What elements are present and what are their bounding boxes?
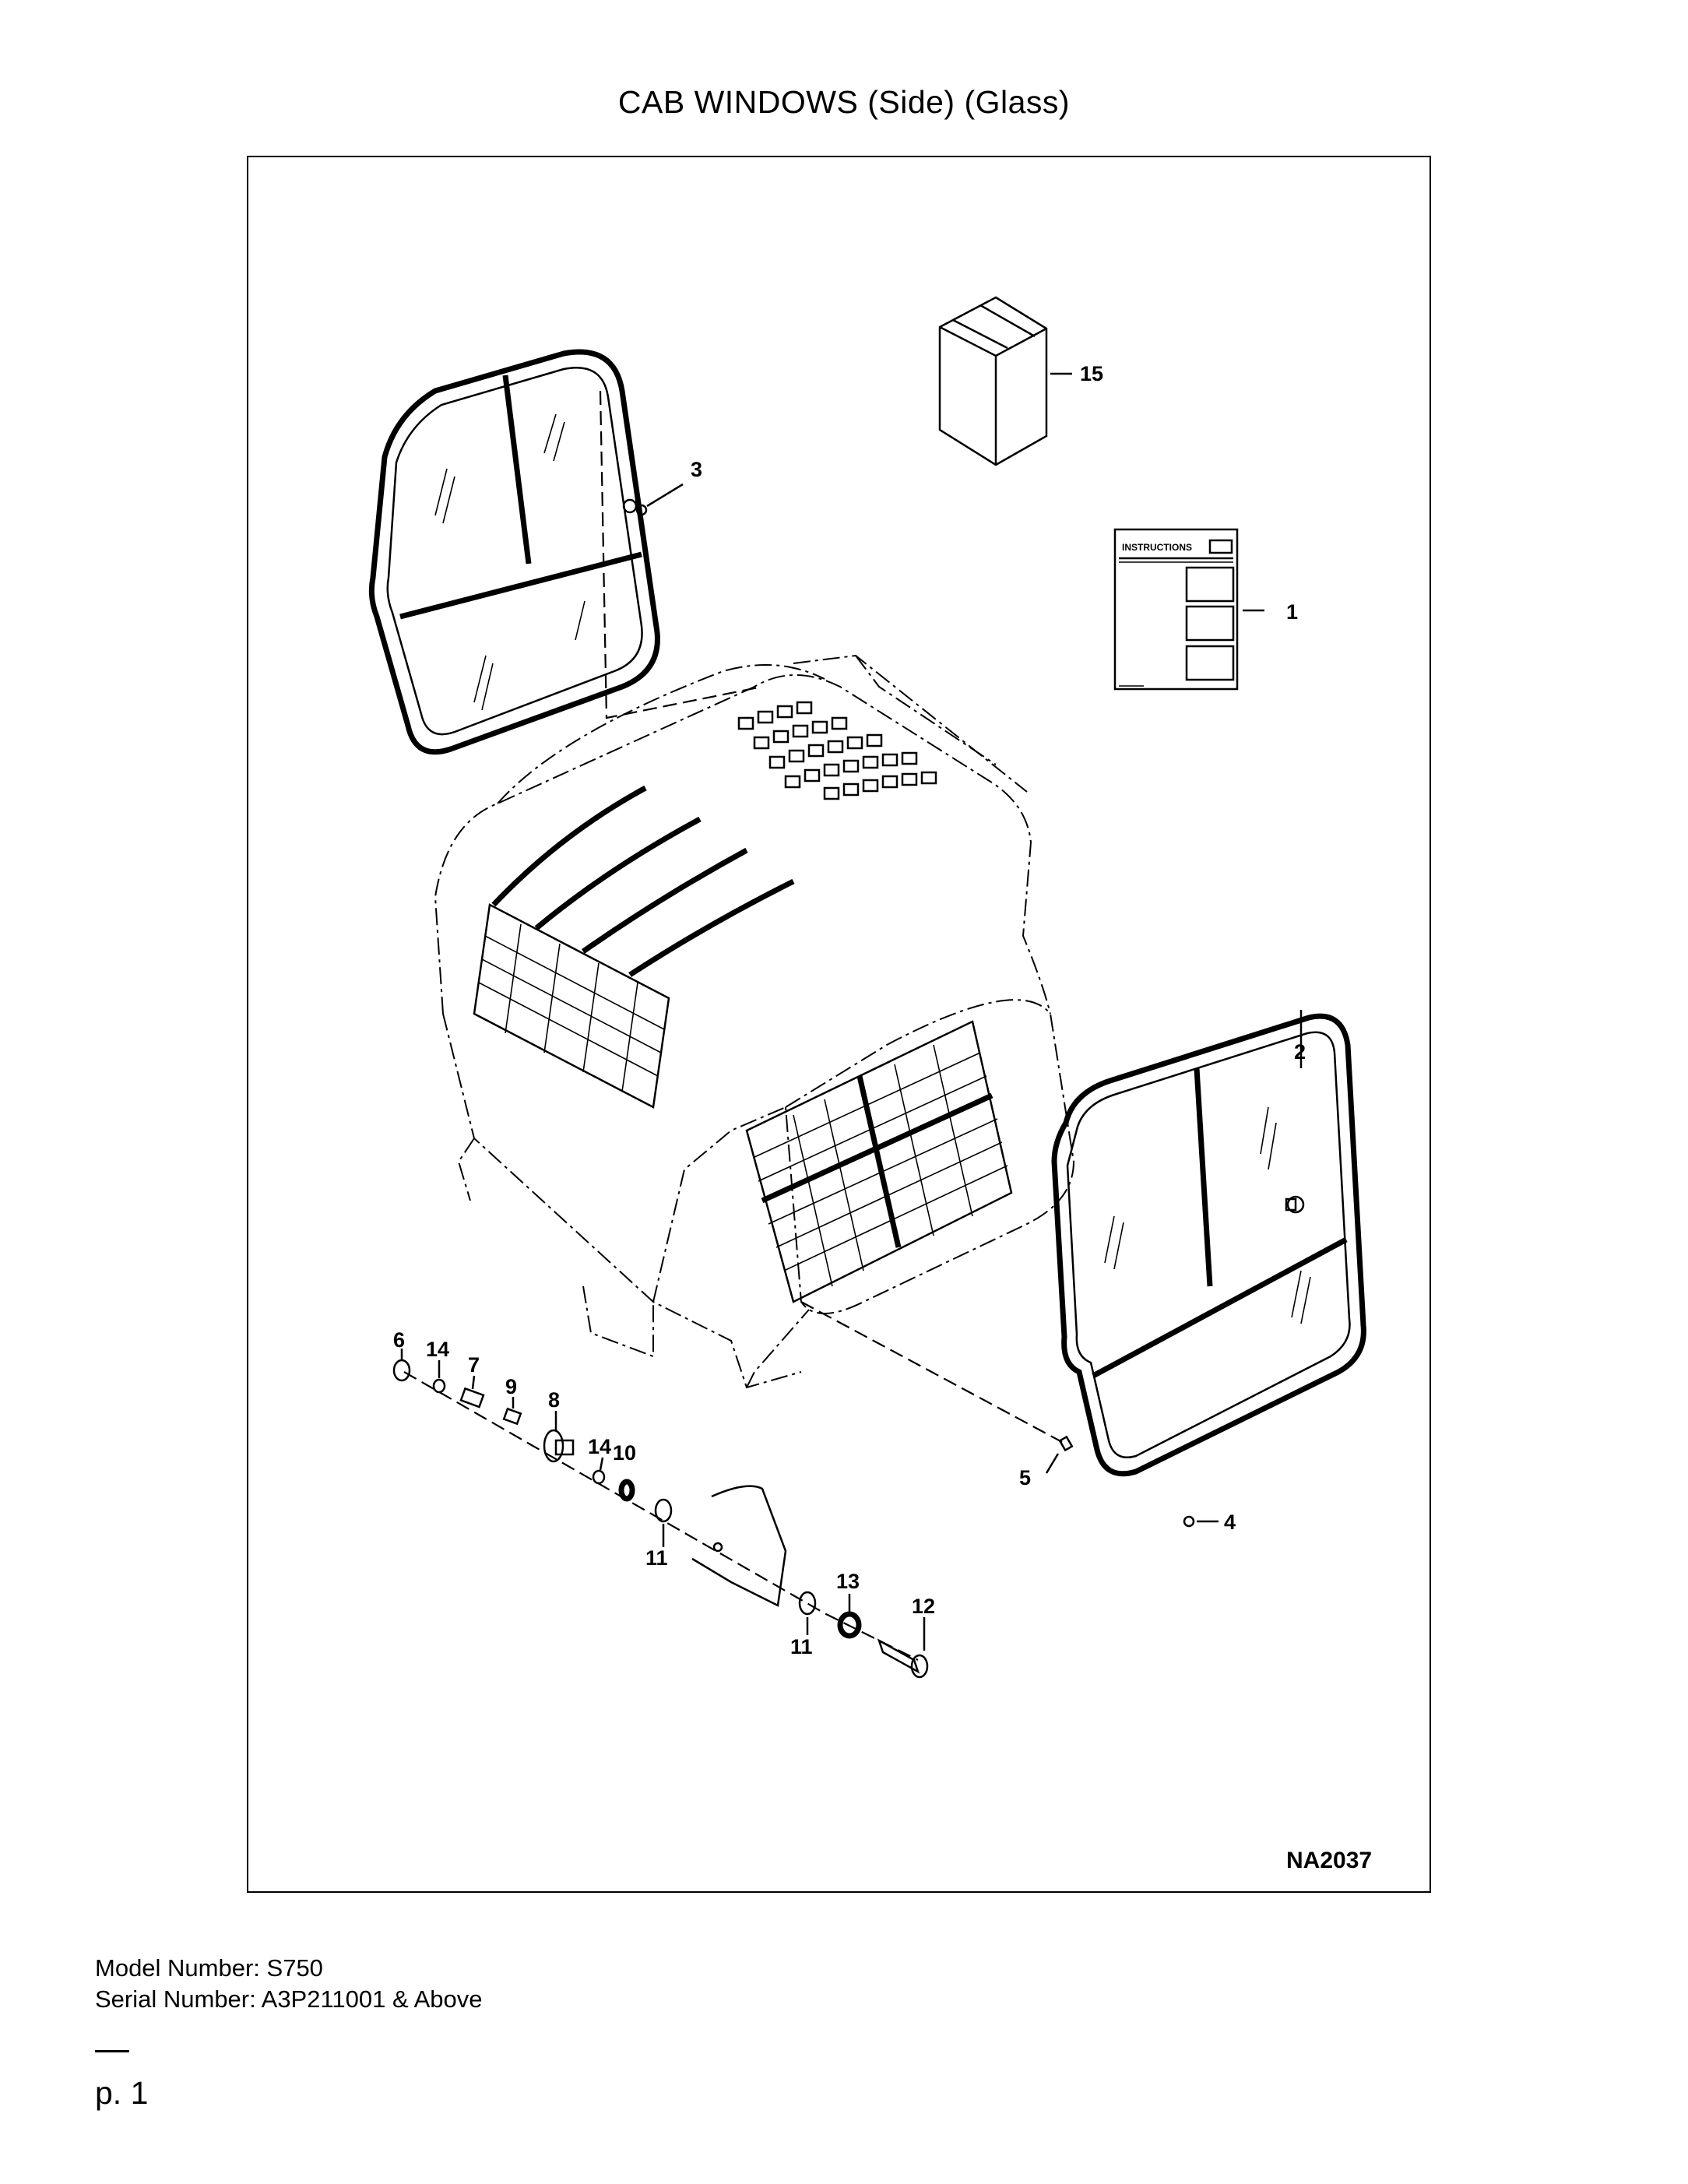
callout-4: 4 xyxy=(1224,1511,1236,1534)
callout-6: 6 xyxy=(393,1328,405,1352)
side-grille xyxy=(473,903,670,1109)
callout-10: 10 xyxy=(613,1441,636,1465)
serial-number: Serial Number: A3P211001 & Above xyxy=(95,1985,483,2013)
model-info: Model Number: S750 Serial Number: A3P211… xyxy=(95,1953,482,2015)
callout-9: 9 xyxy=(505,1375,517,1398)
cab-structure-illustration xyxy=(434,390,1075,1443)
exploded-parts-diagram: INSTRUCTIONS xyxy=(368,296,1372,1873)
instructions-sheet-illustration: INSTRUCTIONS xyxy=(1113,528,1264,691)
callout-15: 15 xyxy=(1080,362,1103,385)
callout-1: 1 xyxy=(1286,600,1298,624)
callout-11a: 11 xyxy=(645,1546,668,1570)
rear-grille xyxy=(745,1020,1013,1303)
model-number: Model Number: S750 xyxy=(95,1954,323,1982)
callout-5: 5 xyxy=(1019,1466,1031,1489)
callout-2: 2 xyxy=(1294,1040,1306,1064)
latch-parts-illustration xyxy=(392,1349,929,1679)
callout-12: 12 xyxy=(912,1595,935,1618)
page-number: p. 1 xyxy=(95,2075,149,2111)
kit-box-illustration xyxy=(938,296,1072,466)
top-grille xyxy=(737,701,937,800)
parts-diagram-frame: INSTRUCTIONS xyxy=(247,156,1431,1893)
upper-side-window-illustration xyxy=(368,349,684,755)
page-number-rule xyxy=(95,2050,129,2052)
callout-14a: 14 xyxy=(426,1338,449,1361)
lower-side-window-illustration xyxy=(1051,1010,1366,1477)
callout-numbers: 15 3 1 2 6 14 7 9 8 14 10 11 5 4 13 12 1… xyxy=(393,362,1306,1658)
callout-7: 7 xyxy=(468,1353,480,1377)
callout-8: 8 xyxy=(548,1388,560,1412)
hardware-screws xyxy=(1045,1435,1219,1528)
callout-11b: 11 xyxy=(790,1635,813,1658)
callout-14b: 14 xyxy=(588,1435,611,1458)
callout-3: 3 xyxy=(691,458,702,481)
page-title: CAB WINDOWS (Side) (Glass) xyxy=(617,84,1071,120)
figure-id: NA2037 xyxy=(1286,1848,1372,1873)
instructions-label: INSTRUCTIONS xyxy=(1122,542,1192,553)
callout-13: 13 xyxy=(836,1570,860,1593)
